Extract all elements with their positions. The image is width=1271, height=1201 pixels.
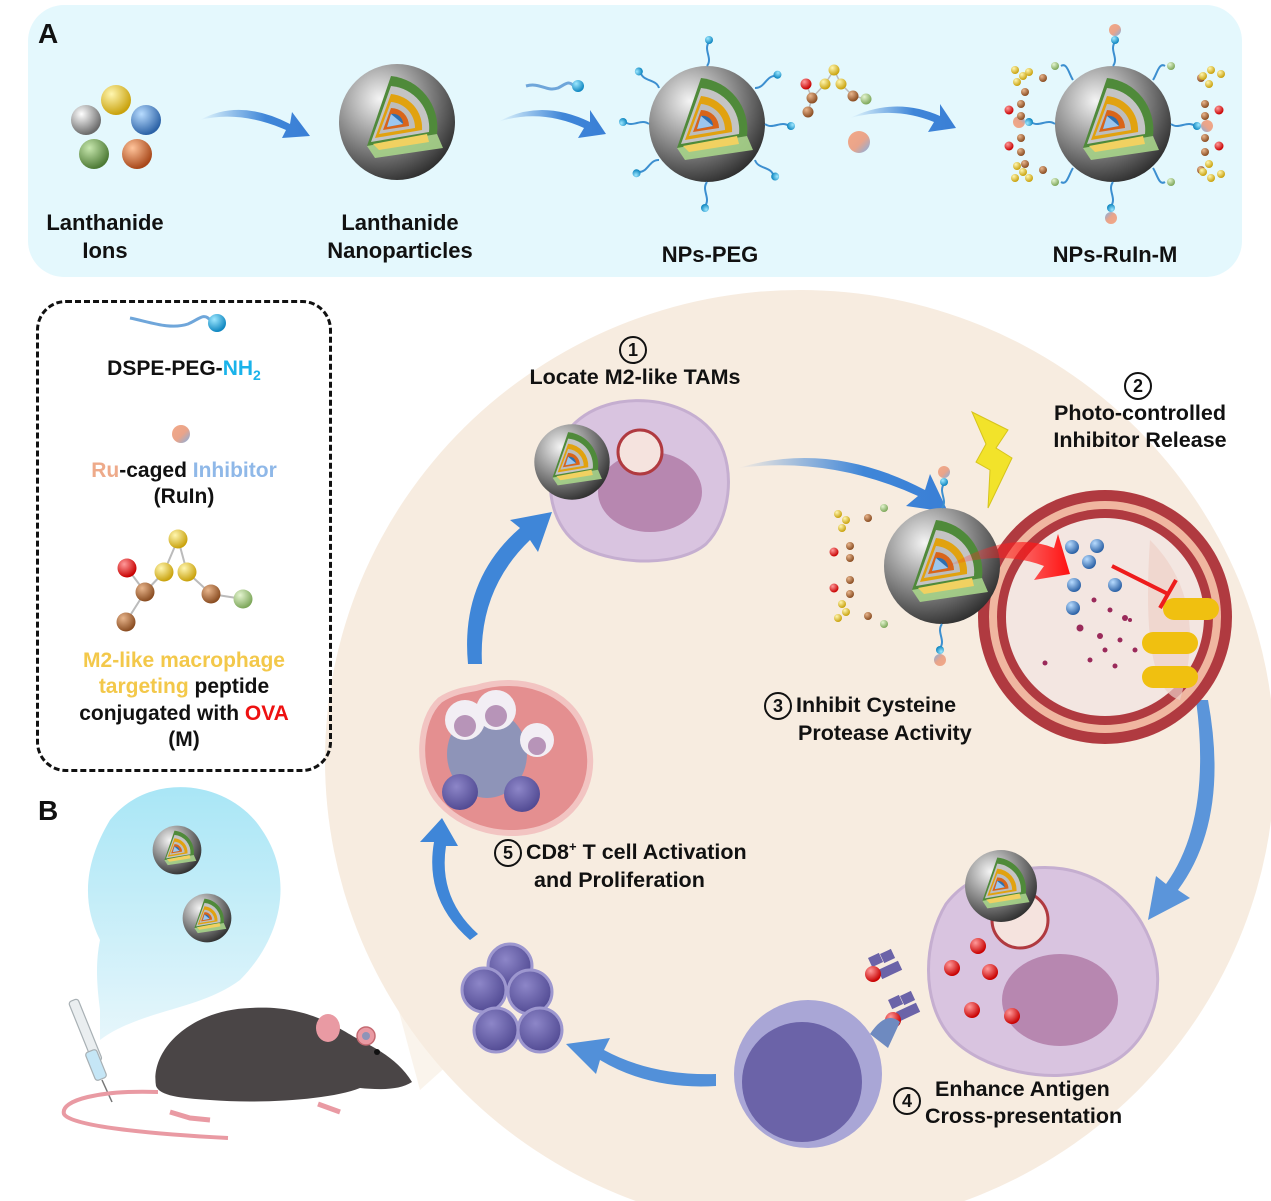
nanoparticle-step4 — [965, 850, 1037, 922]
legend-peptide-label: M2-like macrophage targeting peptide con… — [79, 649, 289, 751]
step-1-number: 1 — [619, 336, 647, 365]
nanoparticle-step2 — [829, 466, 1000, 666]
stage-label-nps-peg: NPs-PEG — [661, 242, 759, 267]
tumor-cell-step5 — [419, 680, 594, 836]
stage-label-lanthanide-ions: Lanthanide Ions — [46, 210, 164, 263]
step-2-number: 2 — [1124, 372, 1152, 401]
release-arrow — [948, 534, 1070, 580]
peptide-molecule-icon — [800, 64, 872, 118]
mouse-illustration — [61, 1007, 412, 1140]
legend-peg-label: DSPE-PEG-NH2 — [107, 357, 261, 384]
step-5-number: 5 — [494, 839, 522, 868]
bubble-nanoparticle-2 — [182, 893, 232, 943]
syringe-icon — [68, 998, 113, 1103]
stage-label-nps-ruin-m: NPs-RuIn-M — [1052, 242, 1178, 267]
legend-peptide-icon — [116, 529, 253, 632]
synthesis-arrow-2 — [498, 110, 606, 138]
peg-molecule-icon — [525, 80, 584, 92]
step-3-number: 3 — [764, 692, 792, 721]
cycle-arrow-4-to-5 — [566, 1038, 716, 1087]
nanoparticle-at-macrophage — [534, 424, 610, 500]
nps-peg-icon — [618, 35, 796, 213]
synthesis-arrow-3 — [850, 104, 956, 132]
t-cell-step4 — [734, 1000, 900, 1148]
synthesis-arrow-1 — [200, 109, 310, 138]
lanthanide-ions-icon — [71, 85, 161, 169]
legend-box — [36, 300, 332, 772]
cycle-arrow-1-to-2 — [738, 457, 948, 512]
panel-a-background — [28, 5, 1242, 277]
ruin-molecule-icon — [848, 131, 870, 153]
legend-ruin-icon — [172, 425, 190, 443]
step-1-label: 1 Locate M2-like TAMs — [500, 336, 770, 391]
lightning-icon — [970, 410, 1013, 509]
cycle-arrow-5-prolif-to-act — [420, 818, 478, 940]
step-2-label: 2 Photo-controlled Inhibitor Release — [1020, 372, 1260, 454]
panel-a-label: A — [38, 18, 59, 49]
t-cell-cluster — [460, 942, 564, 1054]
cycle-arrow-5-to-1 — [467, 512, 552, 664]
bubble-nanoparticle-1 — [152, 825, 202, 875]
stage-label-lanthanide-nanoparticles: Lanthanide Nanoparticles — [327, 210, 473, 263]
step-4-label: Enhance Antigen 4Cross-presentation — [893, 1076, 1213, 1131]
legend-ruin-label: Ru-caged Inhibitor (RuIn) — [91, 459, 277, 509]
step-4-number: 4 — [893, 1087, 921, 1116]
panel-b-label: B — [38, 795, 59, 826]
cycle-arrow-3-to-4 — [1148, 700, 1215, 920]
nps-ruin-m-icon — [1004, 24, 1225, 224]
lanthanide-nanoparticle-icon — [339, 64, 455, 180]
legend-peg-icon — [129, 314, 226, 332]
